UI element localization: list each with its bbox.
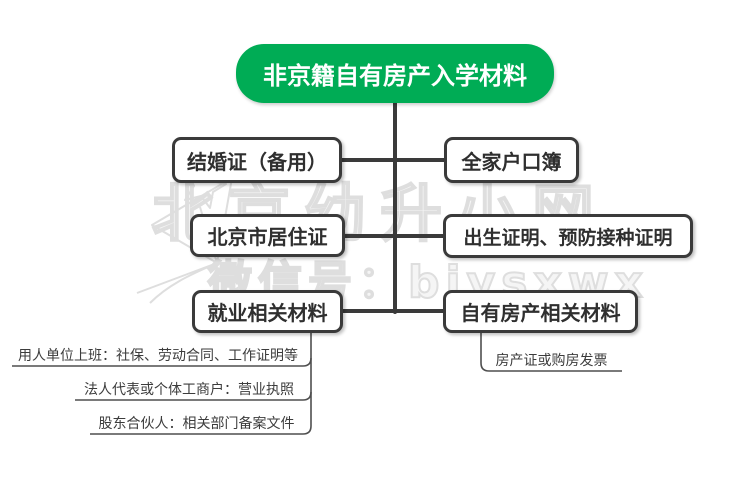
subitem-employer-documents: 用人单位上班：社保、劳动合同、工作证明等 <box>18 348 298 364</box>
node-own-property-materials: 自有房产相关材料 <box>443 290 638 333</box>
subitem-shareholder-documents: 股东合伙人：相关部门备案文件 <box>98 416 295 432</box>
subitem-property-deed-invoice: 房产证或购房发票 <box>495 353 608 369</box>
node-birth-vaccination-certificates: 出生证明、预防接种证明 <box>443 214 693 258</box>
node-household-register: 全家户口簿 <box>444 137 579 183</box>
subitem-business-license: 法人代表或个体工商户：营业执照 <box>84 382 294 398</box>
sub-connector-left-vertical <box>90 332 312 435</box>
sub-connector-right <box>480 332 622 372</box>
node-beijing-residence-permit: 北京市居住证 <box>190 214 345 257</box>
node-marriage-certificate: 结婚证（备用） <box>172 137 342 183</box>
sub-underline-left-2 <box>75 391 312 401</box>
root-node-enrollment-materials: 非京籍自有房产入学材料 <box>236 44 554 103</box>
sub-underline-left-1 <box>12 357 312 367</box>
node-employment-materials: 就业相关材料 <box>192 290 343 333</box>
